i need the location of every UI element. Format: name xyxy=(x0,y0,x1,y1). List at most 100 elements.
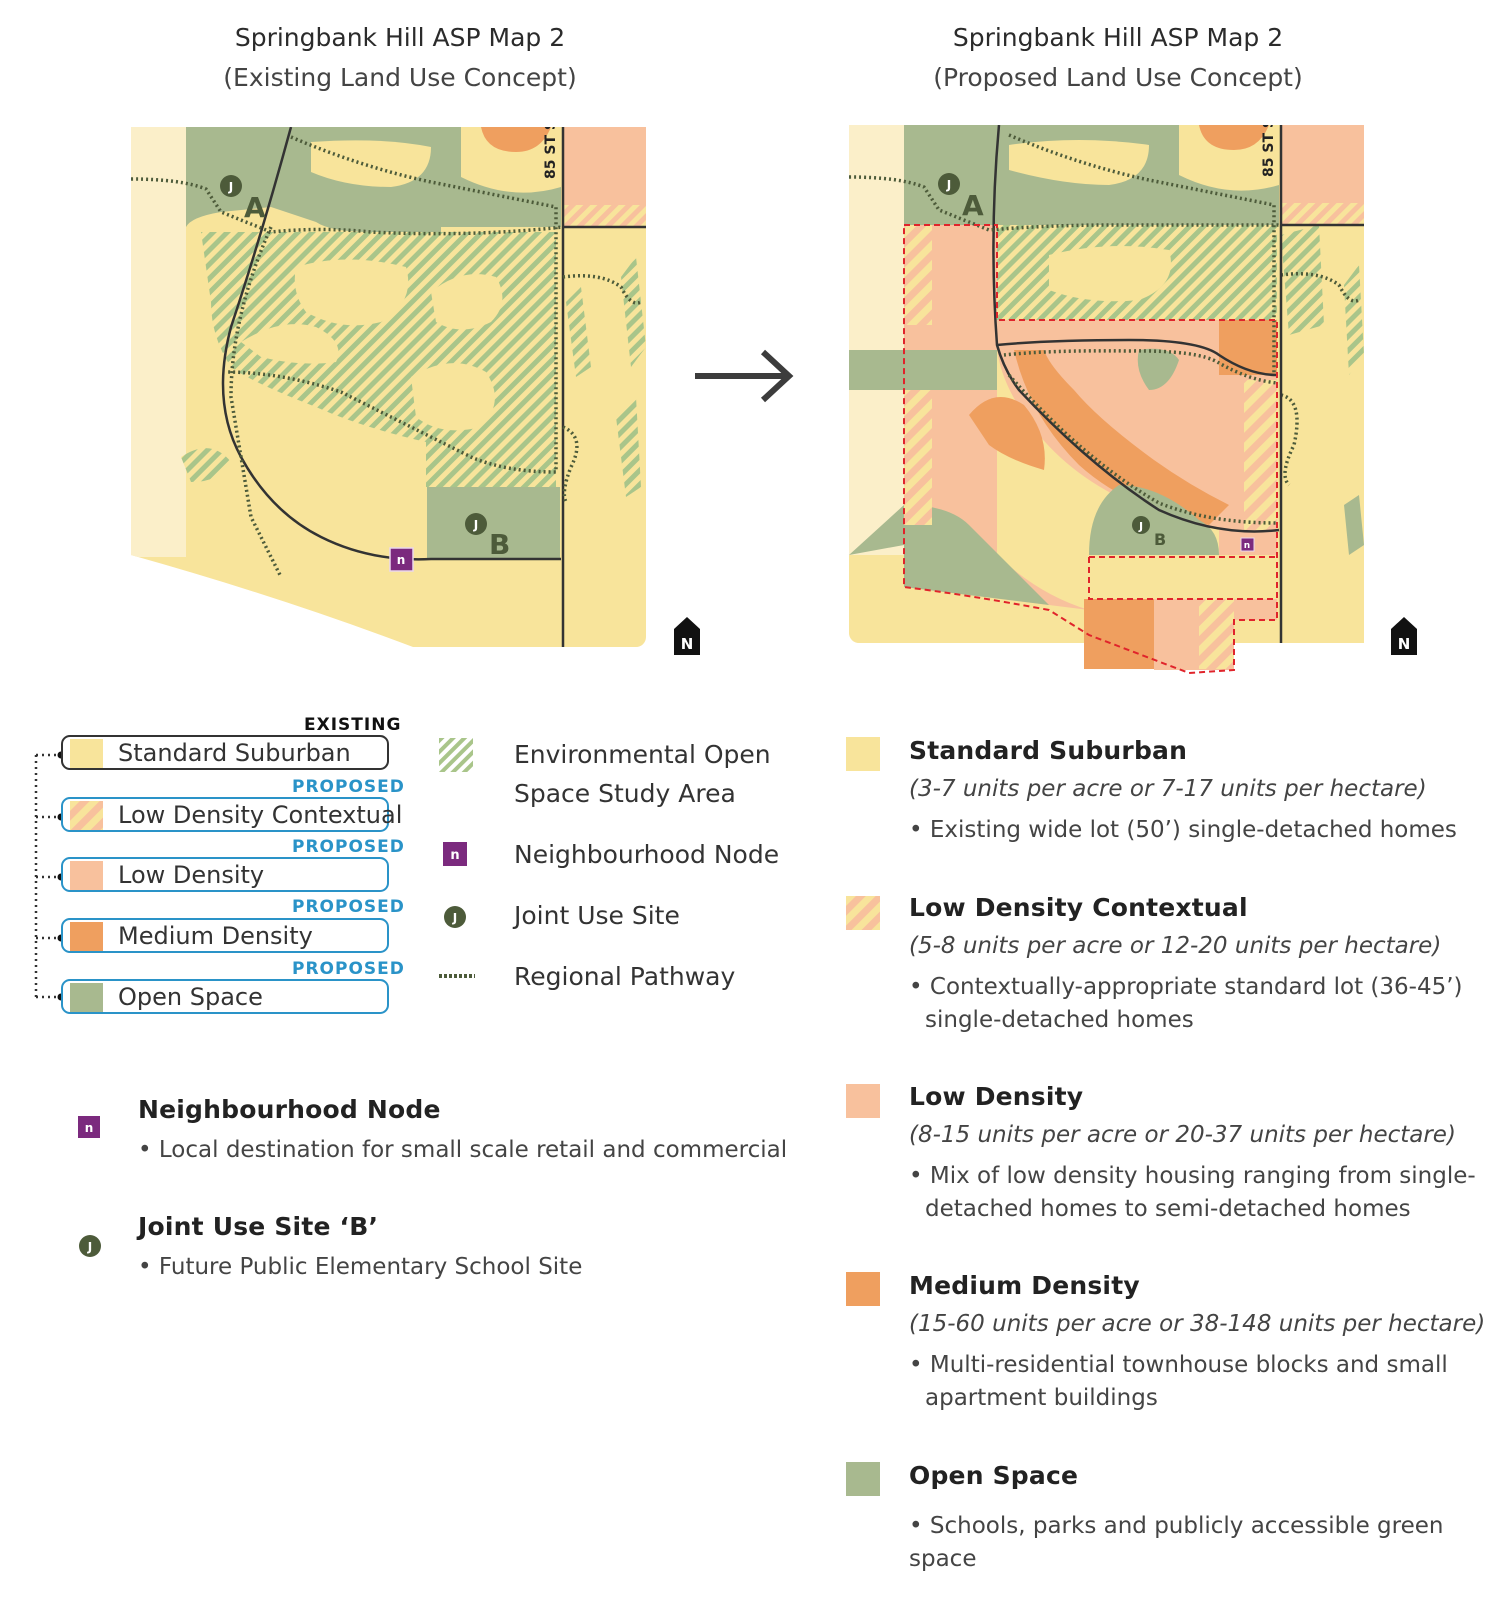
desc-title: Medium Density xyxy=(909,1271,1140,1300)
low-density-swatch xyxy=(846,1084,880,1118)
desc-title: Open Space xyxy=(909,1461,1079,1490)
north-arrow-icon: N xyxy=(674,617,700,655)
node-legend-label: Neighbourhood Node xyxy=(514,840,780,869)
desc-bullet-line2: single-detached homes xyxy=(925,1007,1194,1033)
legend-label: Medium Density xyxy=(118,922,313,950)
existing-map-title: Springbank Hill ASP Map 2 (Existing Land… xyxy=(140,18,660,98)
low-density-swatch xyxy=(70,861,103,890)
proposed-tag: PROPOSED xyxy=(292,837,405,857)
desc-bullet-text: Contextually-appropriate standard lot (3… xyxy=(929,974,1463,1000)
desc-bullet: • Existing wide lot (50’) single-detache… xyxy=(909,817,1457,843)
node-glyph: n xyxy=(1244,541,1250,551)
desc-range: (8-15 units per acre or 20-37 units per … xyxy=(909,1122,1456,1148)
node-note-text: • Local destination for small scale reta… xyxy=(138,1137,788,1163)
desc-bullet: • Multi-residential townhouse blocks and… xyxy=(909,1352,1448,1378)
joint-use-site-icon xyxy=(1132,516,1150,534)
standard-suburban-swatch xyxy=(846,737,880,771)
env-label-line1: Environmental Open xyxy=(514,740,771,769)
standard-suburban-swatch xyxy=(70,739,103,768)
environmental-hatch-icon xyxy=(439,738,473,772)
north-label: N xyxy=(681,635,694,653)
pathway-legend-label: Regional Pathway xyxy=(514,962,736,991)
desc-bullet: • Schools, parks and publicly accessible… xyxy=(909,1513,1444,1572)
desc-bullet-line2: apartment buildings xyxy=(925,1385,1158,1411)
street-label: 85 ST S xyxy=(1261,125,1277,177)
site-a-label: A xyxy=(244,191,266,224)
proposed-tag: PROPOSED xyxy=(292,777,405,797)
proposed-map-title: Springbank Hill ASP Map 2 (Proposed Land… xyxy=(858,18,1378,98)
legend-standard-suburban: Standard Suburban xyxy=(61,735,389,770)
medium-density-swatch xyxy=(70,922,103,951)
joint-glyph: J xyxy=(946,178,951,192)
desc-bullet-text: Schools, parks and publicly accessible g… xyxy=(909,1513,1444,1572)
joint-legend-label: Joint Use Site xyxy=(514,901,680,930)
proposed-tag: PROPOSED xyxy=(292,897,405,917)
site-b-label: B xyxy=(1154,530,1166,549)
legend-low-density: Low Density xyxy=(61,857,389,892)
desc-bullet-text: Existing wide lot (50’) single-detached … xyxy=(929,817,1457,843)
desc-range: (15-60 units per acre or 38-148 units pe… xyxy=(909,1311,1486,1337)
legend-open-space: Open Space xyxy=(61,979,389,1014)
north-label: N xyxy=(1398,635,1411,653)
north-arrow-icon: N xyxy=(1391,617,1417,655)
existing-map-title-text: Springbank Hill ASP Map 2 xyxy=(234,23,566,52)
legend-label: Low Density xyxy=(118,861,265,889)
site-b-label: B xyxy=(489,528,510,561)
neighbourhood-node-icon: n xyxy=(78,1116,100,1138)
open-space-swatch xyxy=(70,983,103,1012)
legend-label: Standard Suburban xyxy=(118,739,351,767)
regional-pathway-icon xyxy=(439,974,475,978)
legend-label: Open Space xyxy=(118,983,263,1011)
joint-glyph: J xyxy=(1138,520,1143,533)
low-density-contextual-swatch xyxy=(846,896,880,930)
medium-density-area xyxy=(1219,320,1277,375)
street-label: 85 ST S xyxy=(543,127,559,179)
desc-bullet: • Contextually-appropriate standard lot … xyxy=(909,974,1463,1000)
existing-land-use-map: 85 ST S J A J B n xyxy=(131,127,646,647)
right-arrow-icon xyxy=(695,349,794,403)
joint-glyph: J xyxy=(87,1240,92,1254)
node-glyph: n xyxy=(450,848,459,863)
node-glyph: n xyxy=(85,1121,94,1135)
joint-use-site-icon xyxy=(938,173,960,195)
legend-medium-density: Medium Density xyxy=(61,918,389,953)
existing-tag: EXISTING xyxy=(304,715,402,735)
desc-bullet: • Mix of low density housing ranging fro… xyxy=(909,1163,1476,1189)
open-space-swatch xyxy=(846,1462,880,1496)
joint-note-text-value: Future Public Elementary School Site xyxy=(158,1254,583,1280)
desc-range: (3-7 units per acre or 7-17 units per he… xyxy=(909,776,1427,802)
desc-bullet-line2: detached homes to semi-detached homes xyxy=(925,1196,1411,1222)
existing-map-subtitle: (Existing Land Use Concept) xyxy=(223,63,577,92)
legend-low-density-contextual: Low Density Contextual xyxy=(61,797,402,832)
proposed-boundary xyxy=(903,224,1278,675)
neighbourhood-node-icon xyxy=(389,547,414,572)
joint-use-site-icon: J xyxy=(444,906,466,928)
desc-bullet-text: Multi-residential townhouse blocks and s… xyxy=(929,1352,1448,1378)
joint-glyph: J xyxy=(452,911,457,925)
node-glyph: n xyxy=(397,553,406,567)
joint-glyph: J xyxy=(473,518,478,532)
neighbourhood-node-icon: n xyxy=(443,842,467,866)
desc-title: Standard Suburban xyxy=(909,736,1188,765)
neighbourhood-node-icon xyxy=(1240,537,1255,552)
env-label-line2: Space Study Area xyxy=(514,779,736,808)
legend-label: Low Density Contextual xyxy=(118,801,403,829)
joint-use-site-icon xyxy=(220,175,242,197)
joint-note-text: • Future Public Elementary School Site xyxy=(138,1254,583,1280)
low-density-contextual-swatch xyxy=(70,801,103,830)
desc-bullet-text: Mix of low density housing ranging from … xyxy=(929,1163,1476,1189)
proposed-tag: PROPOSED xyxy=(292,959,405,979)
proposed-map-title-text: Springbank Hill ASP Map 2 xyxy=(952,23,1284,52)
site-a-label: A xyxy=(962,189,984,222)
joint-use-site-icon xyxy=(465,513,487,535)
desc-title: Low Density Contextual xyxy=(909,893,1248,922)
joint-note-title: Joint Use Site ‘B’ xyxy=(138,1212,379,1241)
node-note-text-value: Local destination for small scale retail… xyxy=(158,1137,788,1163)
proposed-land-use-map: 85 ST S J A J B n xyxy=(849,125,1364,675)
medium-density-swatch xyxy=(846,1272,880,1306)
proposed-map-subtitle: (Proposed Land Use Concept) xyxy=(933,63,1303,92)
joint-use-site-icon: J xyxy=(79,1235,101,1257)
desc-title: Low Density xyxy=(909,1082,1084,1111)
desc-range: (5-8 units per acre or 12-20 units per h… xyxy=(909,933,1442,959)
joint-glyph: J xyxy=(228,180,233,194)
